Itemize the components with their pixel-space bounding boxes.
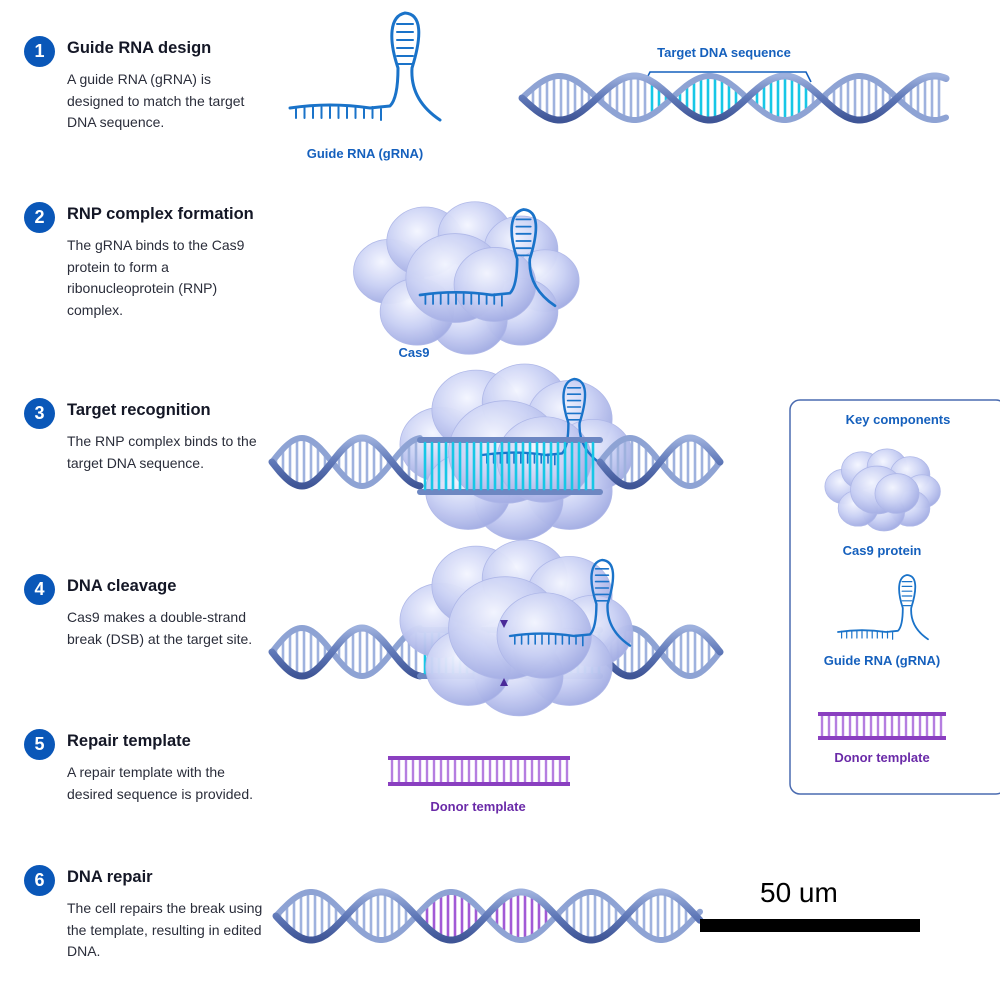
guide-rna-graphic — [288, 11, 442, 122]
bound-guide-rna — [418, 208, 557, 308]
key-donor-label: Donor template — [834, 750, 929, 765]
guide-rna-label: Guide RNA (gRNA) — [307, 146, 424, 161]
step-1: 1 Guide RNA design A guide RNA (gRNA) is… — [24, 36, 274, 146]
step-description: The RNP complex binds to the target DNA … — [67, 433, 257, 471]
step-description: The gRNA binds to the Cas9 protein to fo… — [67, 237, 245, 318]
repaired-dna-helix — [272, 888, 704, 944]
step-title: DNA repair — [67, 868, 153, 886]
step-2: 2 RNP complex formation The gRNA binds t… — [24, 202, 274, 322]
step-title: Guide RNA design — [67, 39, 212, 57]
step-title: RNP complex formation — [67, 205, 254, 223]
cut-marker-bottom — [500, 678, 508, 686]
scale-bar-label: 50 um — [760, 877, 838, 908]
key-guide-rna-label: Guide RNA (gRNA) — [824, 653, 941, 668]
cleavage-cas9-cloud — [399, 539, 633, 717]
step-description: The cell repairs the break using the tem… — [67, 900, 263, 959]
step-3: 3 Target recognition The RNP complex bin… — [24, 398, 274, 498]
key-components-title: Key components — [846, 412, 951, 427]
target-dna-helix — [518, 72, 950, 124]
step-title: DNA cleavage — [67, 577, 177, 595]
donor-template-graphic — [388, 756, 570, 786]
cut-marker-top — [500, 620, 508, 628]
step-description: A repair template with the desired seque… — [67, 764, 254, 802]
key-cas9-label: Cas9 protein — [843, 543, 922, 558]
step-6: 6 DNA repair The cell repairs the break … — [24, 865, 274, 965]
step-number-badge: 2 — [24, 202, 55, 233]
key-guide-rna-graphic — [837, 574, 929, 641]
key-cas9-cloud — [824, 448, 941, 532]
scale-bar — [700, 919, 920, 932]
step-title: Target recognition — [67, 401, 211, 419]
key-donor-template-graphic — [818, 712, 946, 740]
cas9-label: Cas9 — [398, 345, 429, 360]
step-number-badge: 6 — [24, 865, 55, 896]
step-number-badge: 4 — [24, 574, 55, 605]
step-description: A guide RNA (gRNA) is designed to match … — [67, 71, 245, 130]
recognition-dna-helix — [268, 434, 724, 495]
step-4: 4 DNA cleavage Cas9 makes a double-stran… — [24, 574, 274, 674]
step-description: Cas9 makes a double-strand break (DSB) a… — [67, 609, 253, 647]
donor-template-label: Donor template — [430, 799, 525, 814]
step-number-badge: 5 — [24, 729, 55, 760]
step-5: 5 Repair template A repair template with… — [24, 729, 274, 829]
cas9-protein-cloud — [353, 201, 580, 355]
step-title: Repair template — [67, 732, 191, 750]
step-number-badge: 3 — [24, 398, 55, 429]
target-dna-label: Target DNA sequence — [657, 45, 791, 60]
step-number-badge: 1 — [24, 36, 55, 67]
cleavage-guide-rna — [508, 558, 632, 647]
